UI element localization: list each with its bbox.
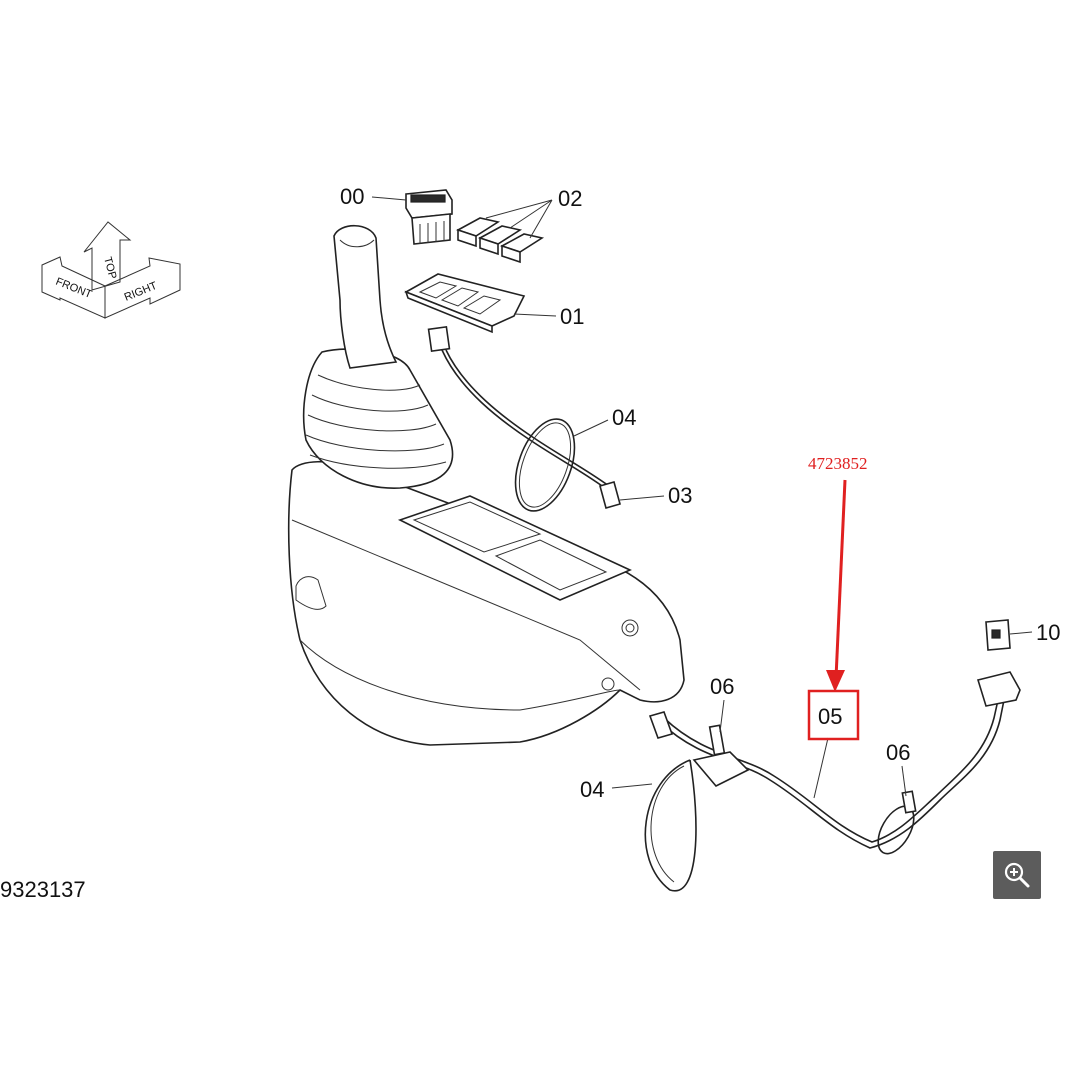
label-01: 01 <box>560 304 584 329</box>
part-console-joystick <box>287 224 685 746</box>
label-04-upper: 04 <box>612 405 636 430</box>
part-04-upper-harness <box>427 325 621 512</box>
highlight-annotation: 4723852 <box>807 454 868 741</box>
label-05: 05 <box>818 704 842 729</box>
part-00-switch <box>405 189 453 245</box>
part-05-harness <box>644 619 1021 892</box>
part-02-blank-covers <box>456 217 545 264</box>
label-03: 03 <box>668 483 692 508</box>
label-10: 10 <box>1036 620 1060 645</box>
highlight-arrow <box>834 479 847 679</box>
label-04-lower: 04 <box>580 777 604 802</box>
highlight-part-number: 4723852 <box>808 454 868 473</box>
orientation-indicator: TOP FRONT RIGHT <box>41 221 181 319</box>
label-02: 02 <box>558 186 582 211</box>
part-01-switch-bezel <box>404 273 526 334</box>
drawing-number: 9323137 <box>0 877 86 902</box>
orientation-right-label: RIGHT <box>123 280 159 304</box>
zoom-in-button[interactable] <box>993 851 1041 899</box>
highlight-box <box>807 689 860 741</box>
label-06-right: 06 <box>886 740 910 765</box>
highlight-arrow-head <box>826 670 845 692</box>
orientation-front-label: FRONT <box>54 276 94 301</box>
zoom-in-icon <box>1004 862 1030 888</box>
label-00: 00 <box>340 184 364 209</box>
label-06-left: 06 <box>710 674 734 699</box>
orientation-top-label: TOP <box>101 256 118 281</box>
